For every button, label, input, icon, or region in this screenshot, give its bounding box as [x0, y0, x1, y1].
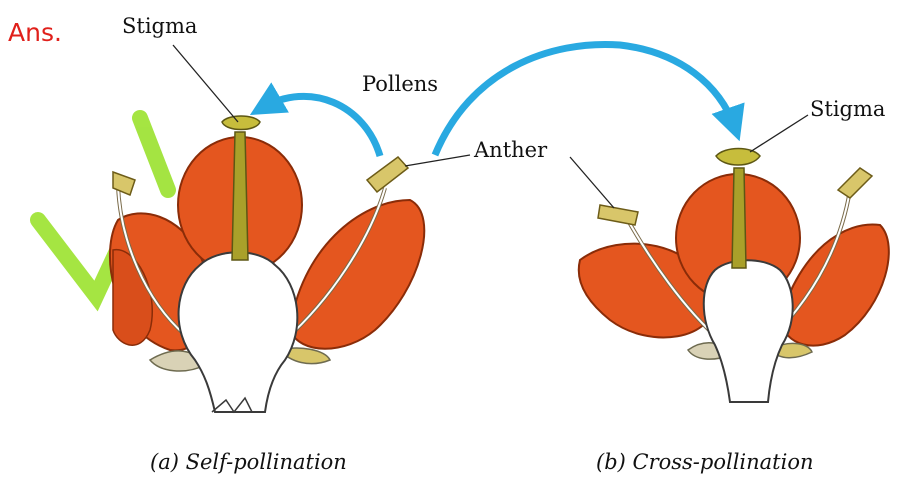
caption-cross-pollination: (b) Cross-pollination	[596, 450, 814, 474]
caption-self-pollination: (a) Self-pollination	[150, 450, 347, 474]
style	[232, 132, 248, 260]
anther	[113, 172, 135, 195]
leader-line	[405, 155, 470, 166]
label-stigma-right: Stigma	[810, 97, 885, 121]
style	[732, 168, 746, 268]
ovary	[179, 252, 298, 412]
ovary	[704, 260, 793, 402]
leader-line	[173, 45, 238, 122]
label-anther: Anther	[473, 138, 548, 162]
stigma	[222, 116, 260, 130]
leader-line	[750, 115, 808, 152]
flower-cross-pollination	[579, 149, 889, 403]
anther	[838, 168, 872, 198]
leader-line	[570, 157, 614, 208]
label-pollens: Pollens	[362, 72, 438, 96]
anther	[367, 157, 408, 192]
label-stigma-left: Stigma	[122, 14, 197, 38]
stigma	[716, 149, 760, 166]
petal	[290, 200, 424, 349]
self-pollination-arrow	[262, 96, 380, 156]
anther	[598, 205, 638, 225]
